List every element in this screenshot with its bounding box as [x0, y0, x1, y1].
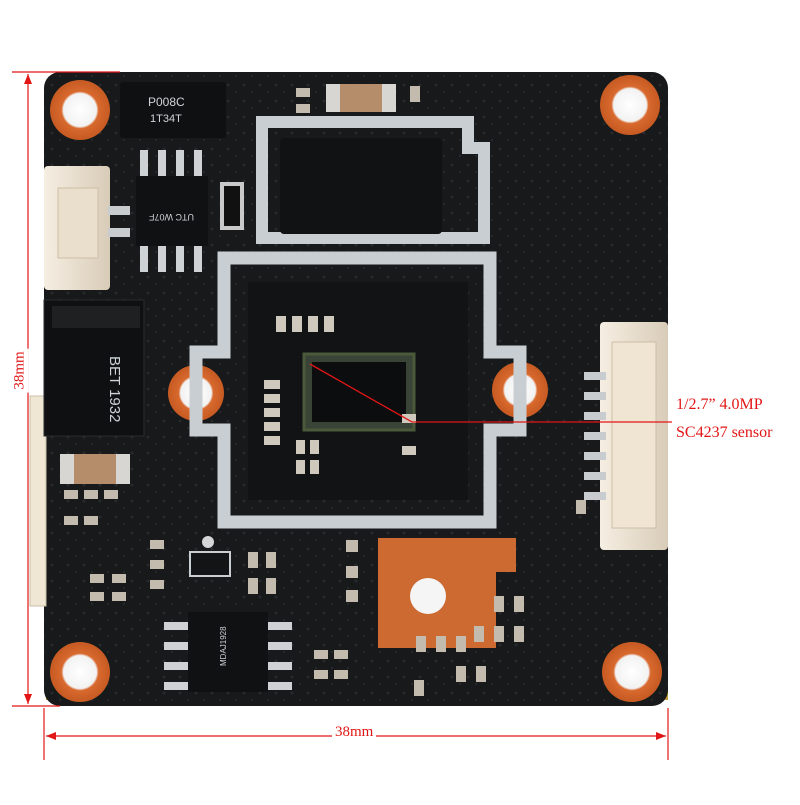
mounting-hole-top-right [600, 75, 660, 135]
svg-text:UTC W07F: UTC W07F [148, 212, 194, 222]
flash-memory-chip [188, 612, 268, 692]
mounting-hole-bottom-right [602, 642, 662, 702]
svg-text:MDAJ1928: MDAJ1928 [219, 626, 228, 666]
side-connector-tab [29, 395, 47, 607]
mounting-hole-top-left [50, 80, 110, 140]
width-dimension-label: 38mm [332, 724, 377, 741]
sensor-model-label: SC4237 sensor [676, 424, 773, 441]
sensor-silkscreen-frame [189, 251, 527, 529]
transistor [189, 551, 231, 577]
sensor-callout-line [309, 363, 672, 423]
svg-text:P008C: P008C [148, 95, 185, 109]
upper-chip [280, 138, 442, 234]
resistor [220, 182, 244, 230]
sensor-passives [264, 316, 416, 474]
copper-ground-pad [378, 538, 516, 648]
scattered-passives [64, 86, 586, 696]
regulator-chip [120, 82, 226, 138]
driver-chip [136, 176, 208, 246]
mounting-hole-bottom-left [50, 642, 110, 702]
top-capacitor [326, 84, 396, 112]
upper-chip-frame [256, 116, 490, 244]
svg-text:BET 1932: BET 1932 [106, 356, 123, 422]
left-capacitor [60, 454, 130, 484]
sensor-spec-label: 1/2.7” 4.0MP [676, 396, 763, 413]
connector-pins [584, 372, 606, 500]
height-dimension-label: 38mm [11, 348, 29, 393]
svg-text:1T34T: 1T34T [150, 113, 182, 125]
copper-pad-hole [410, 578, 446, 614]
